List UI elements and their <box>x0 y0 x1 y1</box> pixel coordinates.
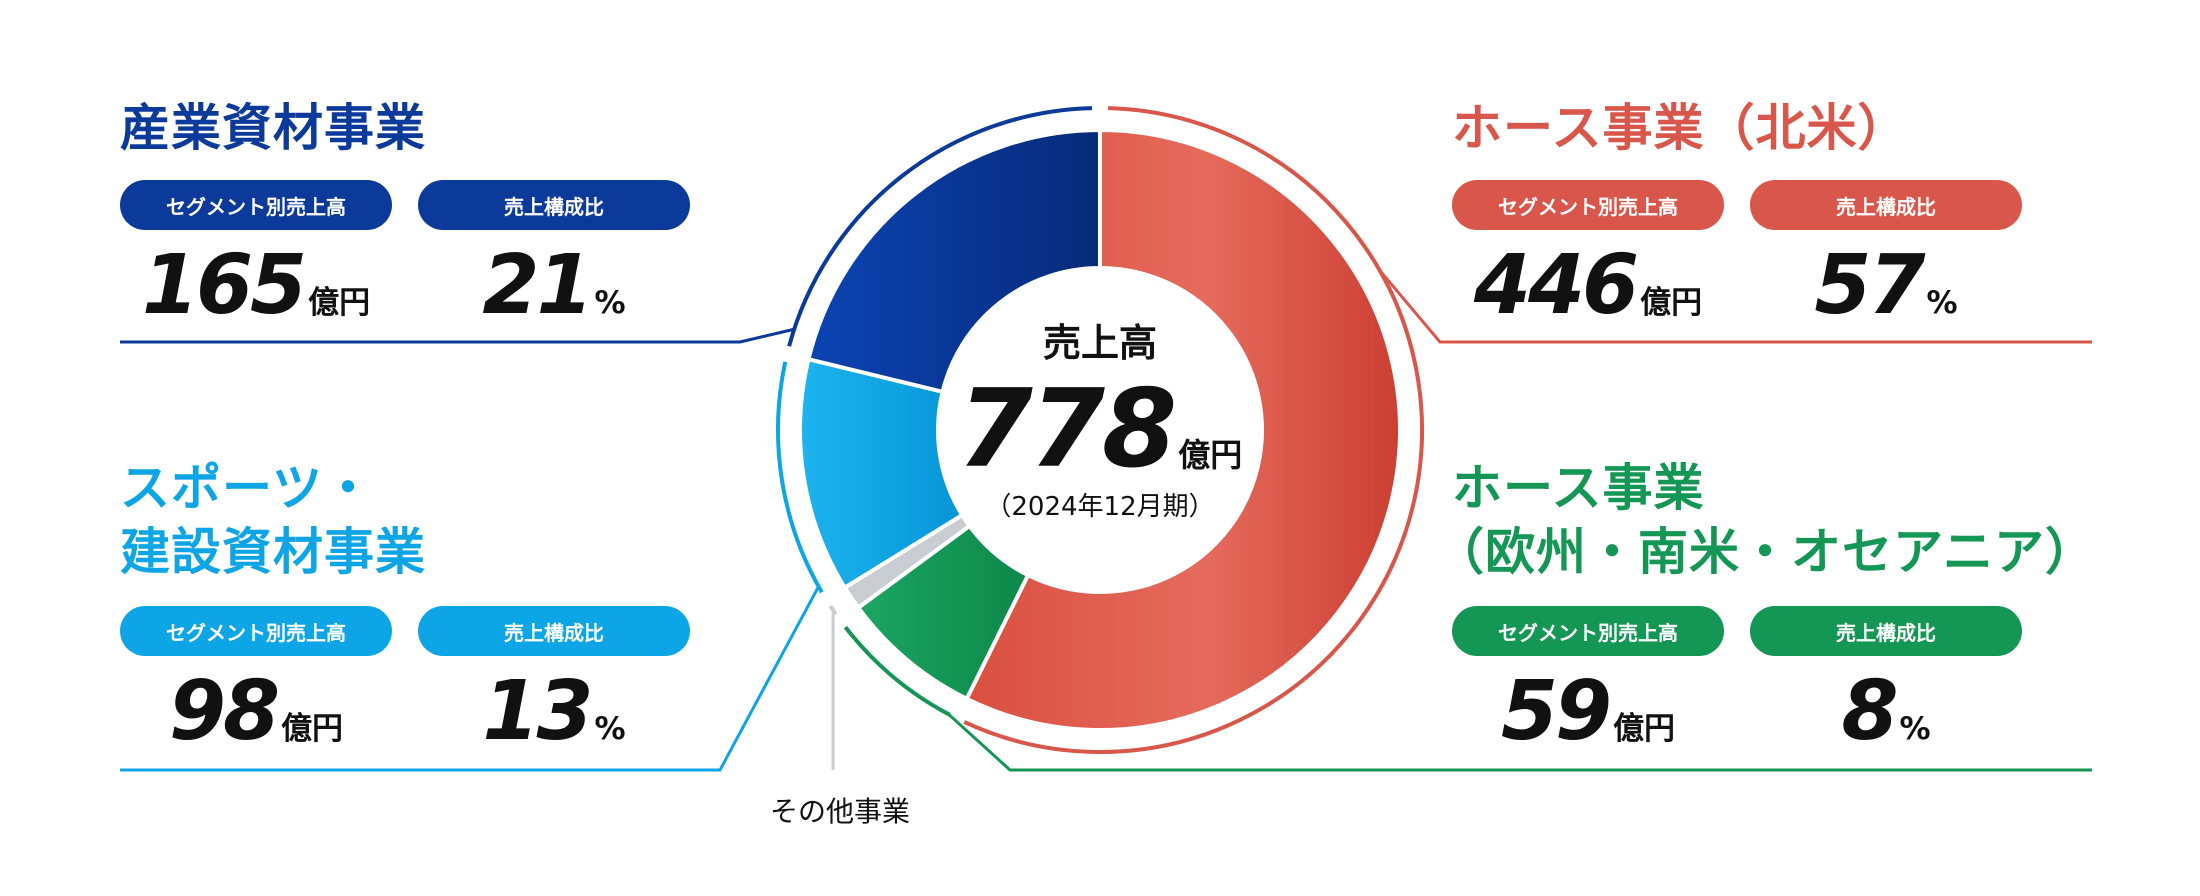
ratio-pill: 売上構成比 <box>418 180 690 230</box>
leader-line-sports-construction <box>120 585 820 772</box>
sales-unit: 億円 <box>1640 285 1703 321</box>
sales-unit: 億円 <box>281 711 344 747</box>
outer-arc-sports-construction <box>776 361 824 594</box>
sales-pill: セグメント別売上高 <box>1452 606 1724 656</box>
leader-line-hose-north-america <box>1378 269 2092 344</box>
sales-number: 446 <box>1473 238 1639 333</box>
segment-title: ホース事業（北米） <box>1452 99 1909 157</box>
ratio-value: 8% <box>1750 664 2022 760</box>
ratio-unit: % <box>594 285 626 321</box>
outer-arc-industrial <box>787 106 1093 347</box>
center-total-number: 778 <box>957 367 1177 492</box>
ratio-pill: 売上構成比 <box>418 606 690 656</box>
ratio-pill: 売上構成比 <box>1750 180 2022 230</box>
ratio-unit: % <box>1899 711 1931 747</box>
sales-number: 59 <box>1500 664 1612 759</box>
segment-title-line2: 建設資材事業 <box>120 523 426 581</box>
donut-slice-industrial <box>806 127 1102 395</box>
leader-line-industrial <box>120 327 795 344</box>
ratio-unit: % <box>594 711 626 747</box>
center-total-unit: 億円 <box>1178 436 1243 474</box>
ratio-number: 21 <box>482 238 593 333</box>
ratio-value: 13% <box>418 664 690 760</box>
segment-title: 産業資材事業 <box>120 99 426 157</box>
sales-pill: セグメント別売上高 <box>120 180 392 230</box>
sales-unit: 億円 <box>1613 711 1676 747</box>
outer-arc-hose-europe <box>843 625 951 717</box>
sales-unit: 億円 <box>308 285 371 321</box>
center-period: （2024年12月期） <box>985 492 1215 522</box>
center-label: 売上高 <box>1042 321 1157 365</box>
ratio-number: 13 <box>482 664 593 759</box>
ratio-unit: % <box>1926 285 1958 321</box>
segment-title-line2: （欧州・南米・オセアニア） <box>1434 523 2096 581</box>
sales-pill: セグメント別売上高 <box>1452 180 1724 230</box>
sales-number: 98 <box>168 664 280 759</box>
ratio-pill: 売上構成比 <box>1750 606 2022 656</box>
ratio-value: 57% <box>1750 238 2022 334</box>
ratio-number: 57 <box>1814 238 1925 333</box>
ratio-number: 8 <box>1841 664 1898 759</box>
sales-pill: セグメント別売上高 <box>120 606 392 656</box>
segment-other-label: その他事業 <box>770 795 911 828</box>
ratio-value: 21% <box>418 238 690 334</box>
segment-title-line1: ホース事業 <box>1452 459 1705 517</box>
outer-arc-hose-north-america <box>963 106 1424 754</box>
leader-line-hose-europe <box>947 712 2092 772</box>
segment-title-line1: スポーツ・ <box>120 459 374 517</box>
sales-number: 165 <box>141 238 307 333</box>
donut-slice-hose-north-america <box>964 127 1402 732</box>
